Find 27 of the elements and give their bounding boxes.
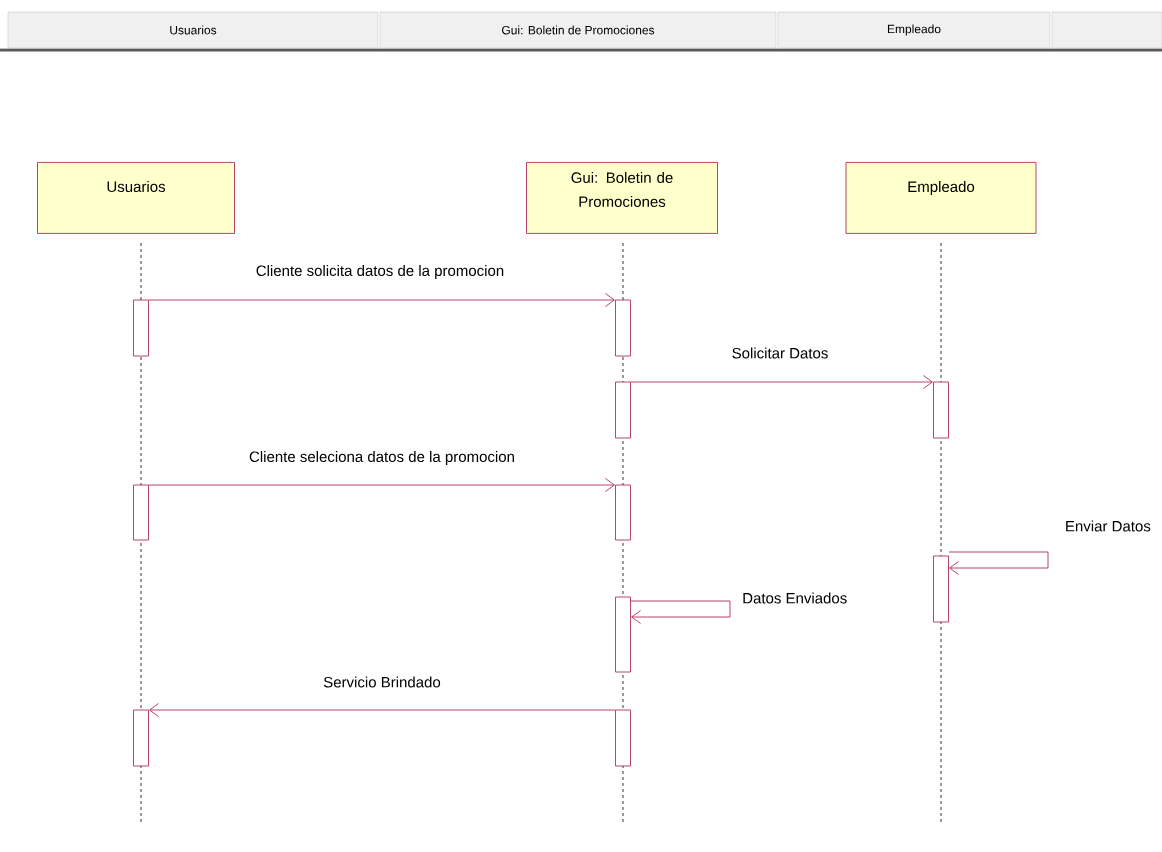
message-arrow <box>148 478 615 492</box>
lifeline-head: Gui: Boletin de Promociones <box>526 162 718 234</box>
message-arrow <box>149 703 616 717</box>
message-label: Cliente seleciona datos de la promocion <box>249 451 514 465</box>
activation-bar <box>133 484 149 541</box>
activation-bar <box>133 709 149 767</box>
message-label: Datos Enviados <box>743 592 847 604</box>
activation-bar <box>615 381 631 439</box>
activation-bar <box>133 299 149 357</box>
message-label: Solicitar Datos <box>732 347 828 359</box>
message-label: Cliente solicita datos de la promocion <box>256 265 504 279</box>
message-arrow <box>630 375 933 389</box>
lifeline-head: Empleado <box>845 162 1037 234</box>
header-tab: Gui: Boletin de Promociones <box>379 11 777 49</box>
message-arrow <box>630 600 731 624</box>
activation-bar <box>933 381 949 439</box>
activation-bar <box>615 299 631 357</box>
message-label: Servicio Brindado <box>323 676 441 688</box>
activation-bar <box>615 484 631 541</box>
activation-bar <box>615 596 631 673</box>
message-arrow <box>148 293 615 307</box>
message-arrow <box>948 551 1049 575</box>
lifeline-head: Usuarios <box>37 162 235 234</box>
header-tab: Usuarios <box>7 11 379 49</box>
message-label: Enviar Datos <box>1066 520 1151 532</box>
activation-bar <box>615 709 631 767</box>
activation-bar <box>933 555 949 623</box>
